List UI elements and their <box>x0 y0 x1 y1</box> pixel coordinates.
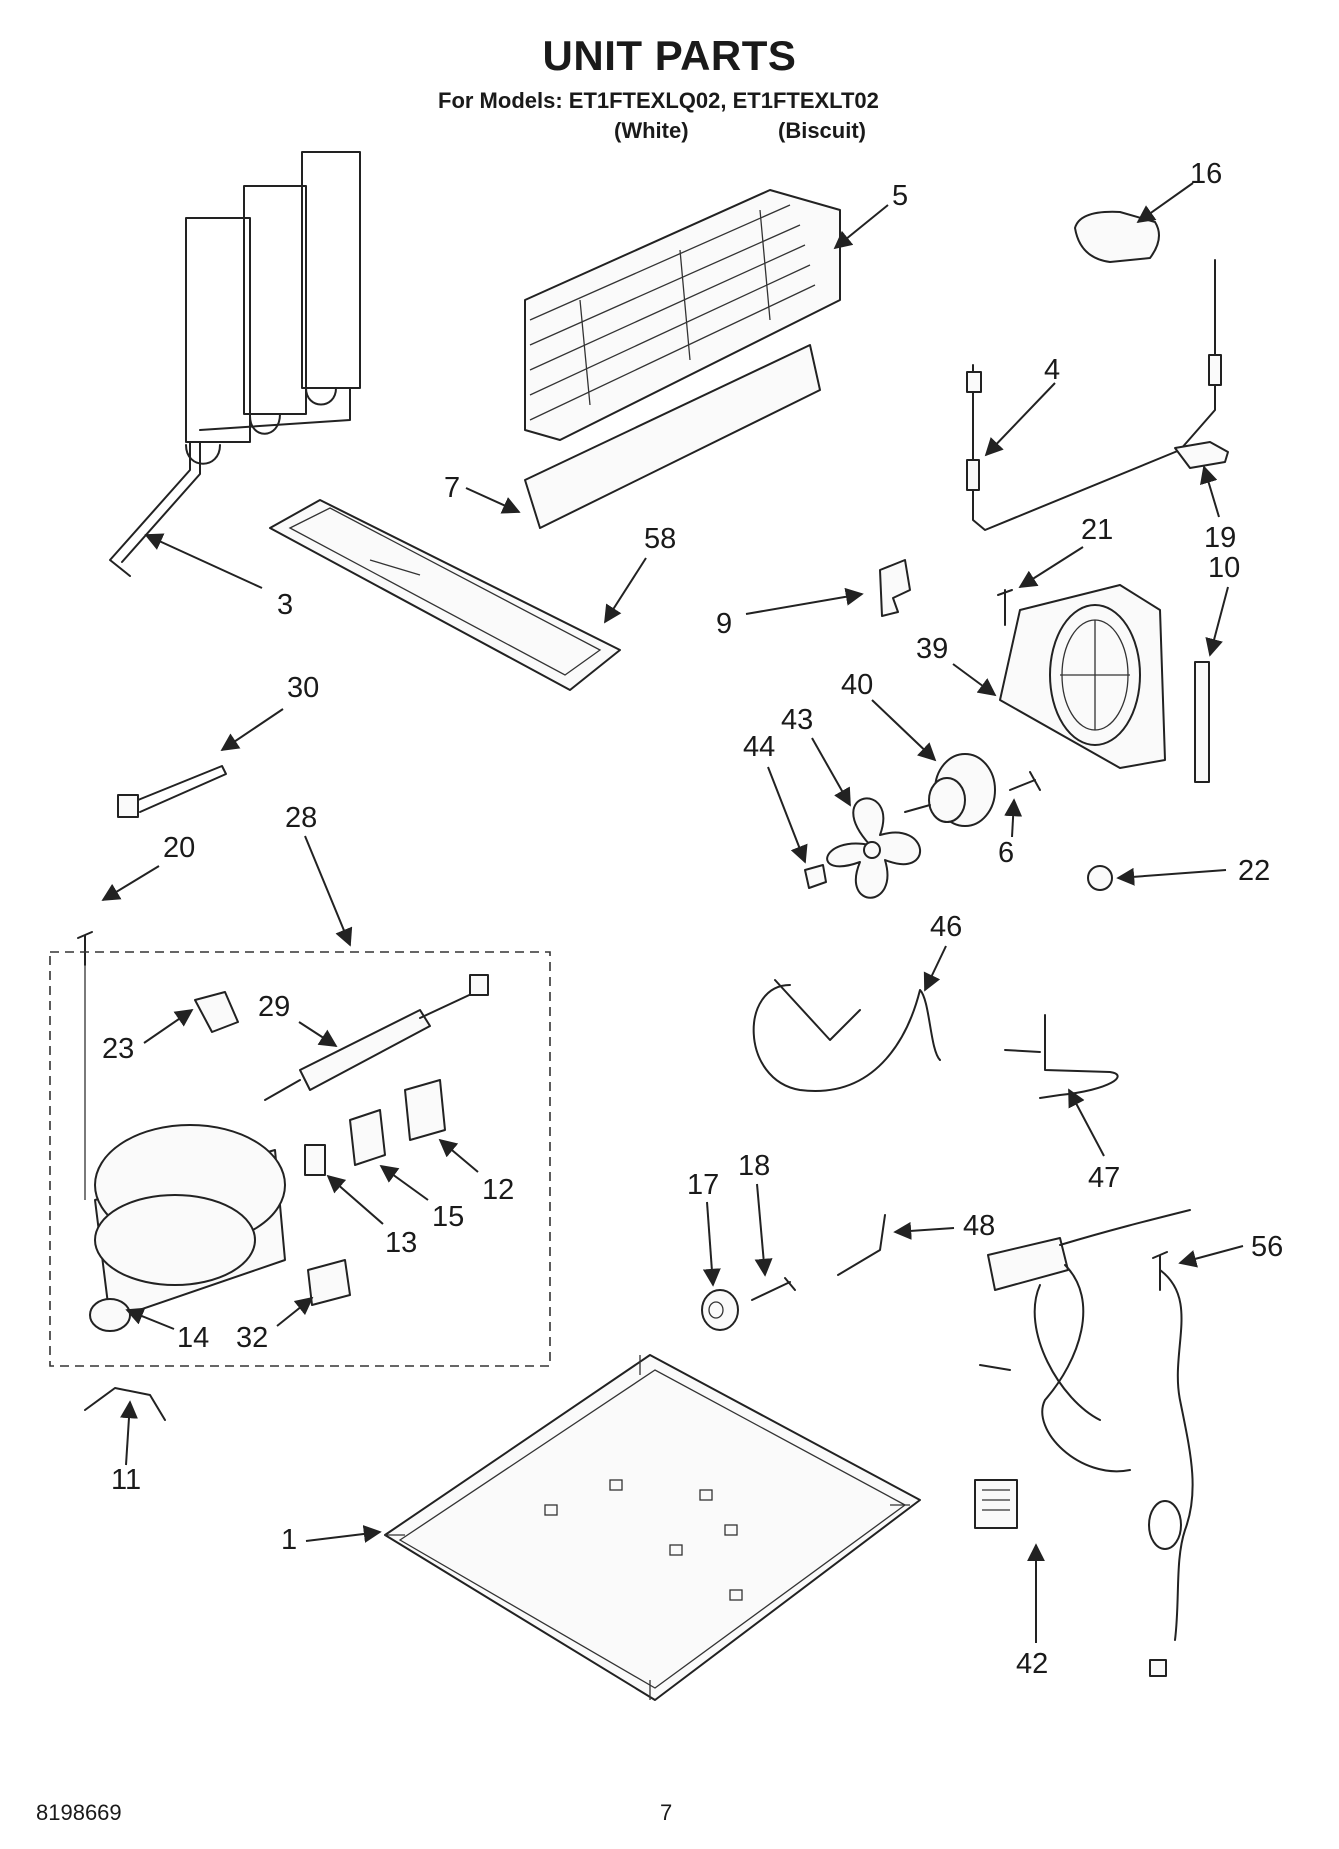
callout-19: 19 <box>1204 522 1236 554</box>
callout-7: 7 <box>444 472 460 504</box>
callout-42: 42 <box>1016 1648 1048 1680</box>
bracket-part <box>879 559 911 617</box>
callout-13: 13 <box>385 1227 417 1259</box>
fan-clip <box>804 864 827 889</box>
callout-10: 10 <box>1208 552 1240 584</box>
tube-46 <box>752 979 941 1092</box>
callout-23: 23 <box>102 1033 134 1065</box>
callout-3: 3 <box>277 589 293 621</box>
screw-21 <box>997 589 1013 626</box>
screw-56 <box>1152 1251 1168 1291</box>
relay-23 <box>194 991 239 1033</box>
compressor-kit-box <box>49 951 551 1367</box>
callout-22: 22 <box>1238 855 1270 887</box>
capacitor-32 <box>307 1259 351 1306</box>
callout-48: 48 <box>963 1210 995 1242</box>
foam-strip <box>1194 661 1210 783</box>
wire-clip <box>1174 441 1229 469</box>
wire-clip-11 <box>84 1387 166 1421</box>
callout-1: 1 <box>281 1524 297 1556</box>
model-list: For Models: ET1FTEXLQ02, ET1FTEXLT02 <box>438 88 879 113</box>
sensor-wire <box>966 259 1222 531</box>
callout-4: 4 <box>1044 354 1060 386</box>
callout-6: 6 <box>998 837 1014 869</box>
callout-15: 15 <box>432 1201 464 1233</box>
page-number: 7 <box>660 1800 673 1825</box>
callout-9: 9 <box>716 608 732 640</box>
evaporator <box>524 189 841 529</box>
fan-blade <box>826 797 922 899</box>
filter-drier <box>264 974 489 1101</box>
callout-17: 17 <box>687 1169 719 1201</box>
callout-29: 29 <box>258 991 290 1023</box>
pin-18 <box>751 1277 796 1301</box>
screw-20 <box>77 931 93 966</box>
drain-pan <box>269 499 621 691</box>
terminal-13 <box>304 1144 326 1176</box>
cable-tie <box>117 765 227 818</box>
callout-46: 46 <box>930 911 962 943</box>
cap-part <box>1074 210 1160 263</box>
base-frame <box>384 1354 921 1701</box>
callout-43: 43 <box>781 704 813 736</box>
wiring-harness <box>974 1209 1194 1677</box>
overload-12 <box>404 1079 446 1141</box>
tube-47 <box>1004 1014 1119 1099</box>
callout-56: 56 <box>1251 1231 1283 1263</box>
callout-5: 5 <box>892 180 908 212</box>
callout-12: 12 <box>482 1174 514 1206</box>
condenser-coil <box>109 151 361 577</box>
document-code: 8198669 <box>36 1800 122 1825</box>
callout-28: 28 <box>285 802 317 834</box>
callout-14: 14 <box>177 1322 209 1354</box>
callout-18: 18 <box>738 1150 770 1182</box>
callout-32: 32 <box>236 1322 268 1354</box>
fan-shroud <box>999 584 1166 769</box>
callout-58: 58 <box>644 523 676 555</box>
tube-48 <box>837 1214 886 1276</box>
callout-11: 11 <box>111 1464 141 1496</box>
callout-16: 16 <box>1190 158 1222 190</box>
page-title: UNIT PARTS <box>542 32 797 79</box>
leader-lines <box>101 182 1244 1643</box>
variant-white-label: (White) <box>614 118 689 143</box>
callout-39: 39 <box>916 633 948 665</box>
relay-15 <box>349 1109 386 1166</box>
callout-44: 44 <box>743 731 775 763</box>
compressor <box>94 1124 286 1321</box>
variant-biscuit-label: (Biscuit) <box>778 118 866 143</box>
grommet <box>1087 865 1113 891</box>
roller-17 <box>701 1289 739 1331</box>
fan-motor <box>904 753 996 827</box>
compressor-grommet <box>89 1298 131 1332</box>
callout-21: 21 <box>1081 514 1113 546</box>
callout-20: 20 <box>163 832 195 864</box>
screw-6 <box>1009 771 1041 791</box>
callout-40: 40 <box>841 669 873 701</box>
callout-47: 47 <box>1088 1162 1120 1194</box>
callout-30: 30 <box>287 672 319 704</box>
